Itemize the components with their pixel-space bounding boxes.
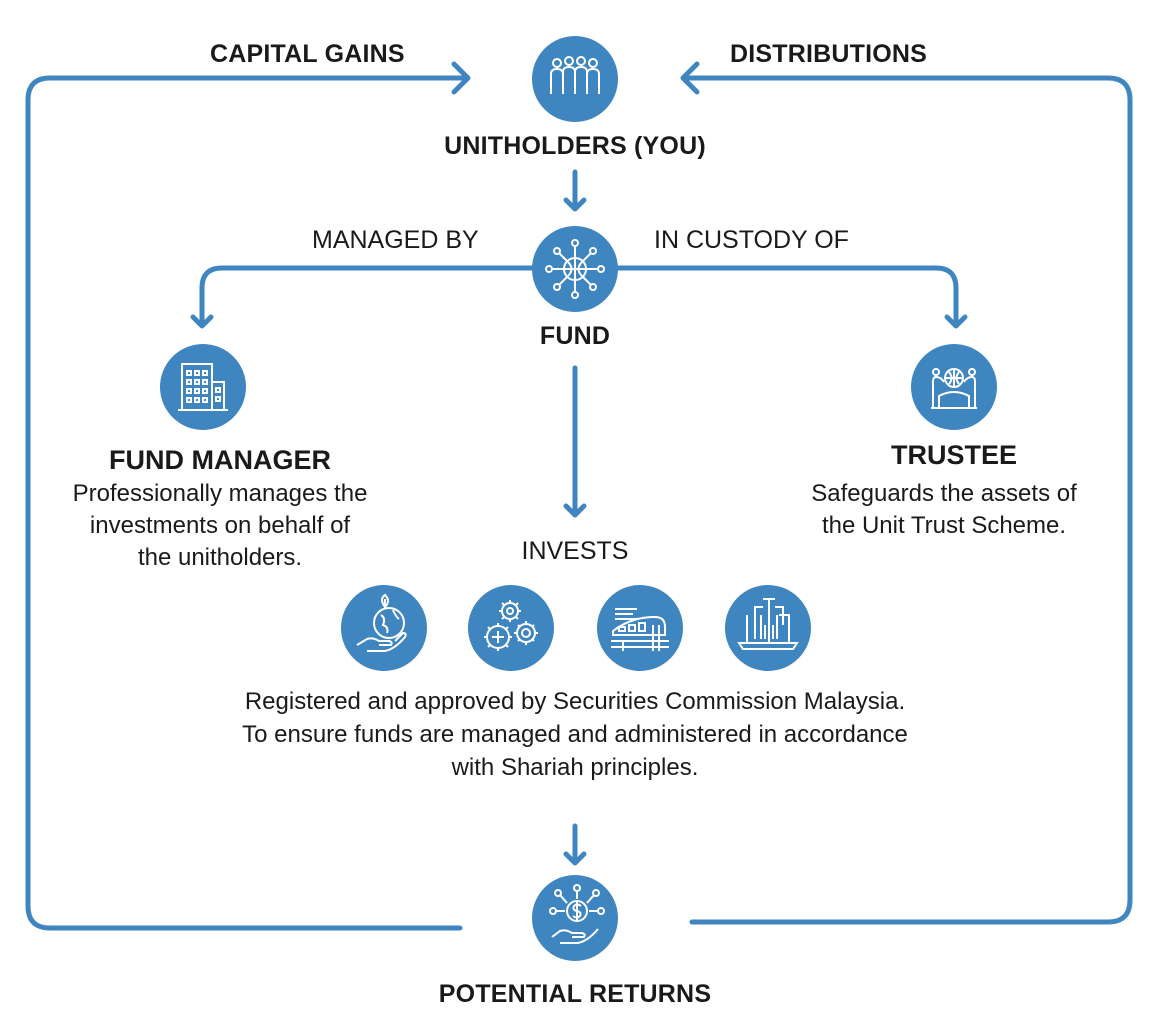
unitholders-to-fund-arrowhead [563,197,587,212]
unitholders-title: UNITHOLDERS (YOU) [444,132,706,160]
people-group-icon [532,36,618,122]
trustee-title: TRUSTEE [890,440,1017,470]
fund-to-invests-arrowhead [563,503,587,518]
office-building-icon [160,344,246,430]
gears-icon [468,585,554,671]
train-icon [597,585,683,671]
distributions-arrowhead [680,61,700,95]
fund-to-trustee-arrowhead [944,314,968,329]
invests-label: INVESTS [521,537,629,565]
hand-globe-leaf-icon [341,585,427,671]
trustee-desc-line-2: the Unit Trust Scheme. [821,512,1067,539]
fund-manager-desc-line-3: the unitholders. [137,544,303,571]
regulation-note-line-3: with Shariah principles. [451,754,699,781]
capital-gains-label: CAPITAL GAINS [210,40,405,68]
fund-title: FUND [539,322,611,350]
custody-globe-icon [911,344,997,430]
fund-manager-title: FUND MANAGER [109,445,331,475]
fund-to-manager-line [199,265,535,327]
capital-gains-arrowhead [451,61,471,95]
capital-gains-loop [25,75,469,931]
managed-by-label: MANAGED BY [312,226,479,254]
fund-to-manager-arrowhead [190,314,214,329]
potential-returns-title: POTENTIAL RETURNS [438,980,712,1008]
distributions-label: DISTRIBUTIONS [730,40,928,68]
note-to-returns-arrowhead [563,851,587,866]
trustee-desc-line-1: Safeguards the assets of [811,480,1077,507]
distributions-loop [681,75,1133,925]
hand-dollar-icon [532,875,618,961]
network-globe-icon [532,226,618,312]
regulation-note-line-1: Registered and approved by Securities Co… [244,688,906,715]
in-custody-of-label: IN CUSTODY OF [654,226,849,254]
fund-to-trustee-line [615,265,959,327]
fund-manager-desc-line-1: Professionally manages the [72,480,368,507]
regulation-note-line-2: To ensure funds are managed and administ… [242,721,908,748]
fund-manager-desc-line-2: investments on behalf of [89,512,351,539]
laptop-icon [725,585,811,671]
